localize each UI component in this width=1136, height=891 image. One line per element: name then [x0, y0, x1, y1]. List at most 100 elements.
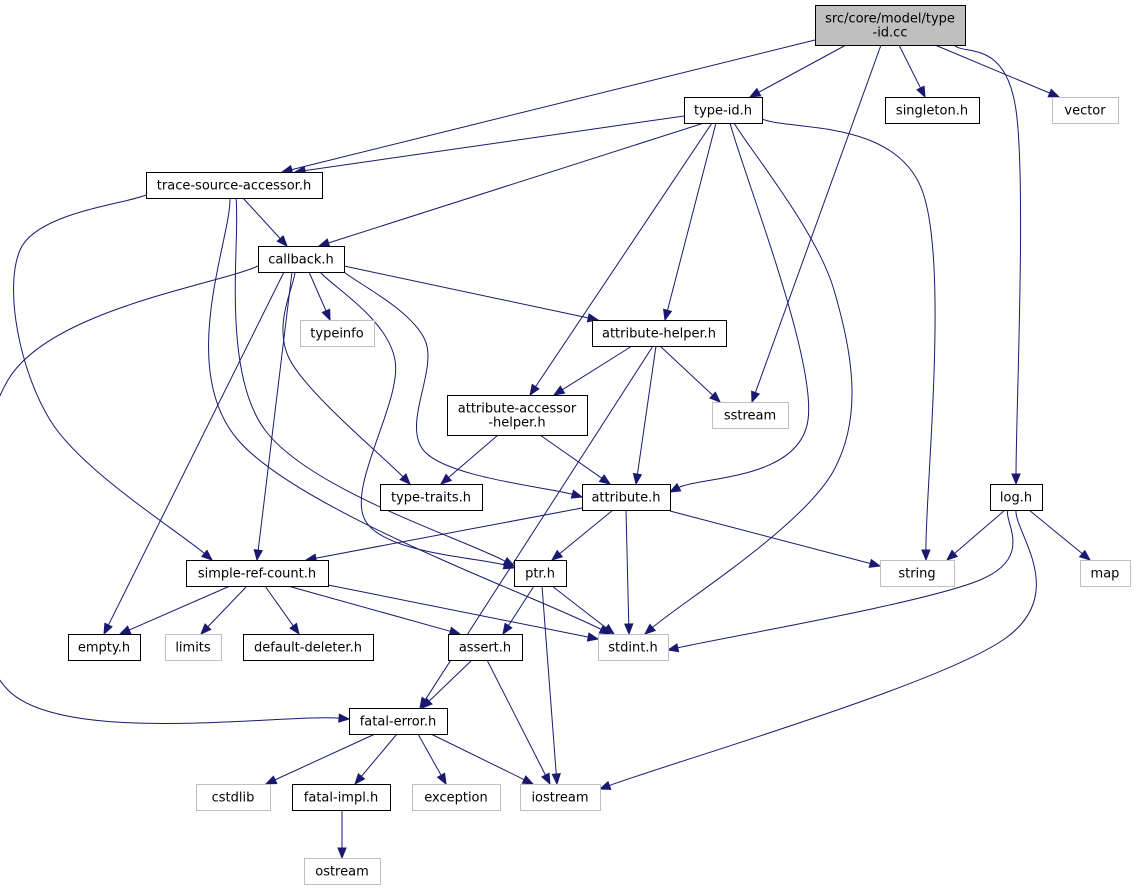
edge-line — [430, 733, 526, 781]
node-label: -helper.h — [488, 416, 545, 431]
edge-log_h-to-stdint_h — [666, 509, 1014, 653]
node-box — [514, 560, 567, 587]
edge-line — [282, 271, 405, 478]
node-assert-h[interactable]: assert.h — [448, 634, 523, 661]
node-limits: limits — [165, 634, 222, 661]
edge-arrowhead — [521, 775, 535, 785]
node-box — [165, 634, 222, 661]
edge-line — [754, 44, 882, 394]
node-typeinfo: typeinfo — [300, 320, 375, 347]
edge-line — [757, 44, 847, 94]
edge-type_id_cc-to-type_id_h — [748, 44, 847, 98]
node-label: string — [898, 567, 935, 582]
edge-simple_ref_count_h-to-stdint_h — [327, 584, 600, 642]
edge-arrowhead — [354, 772, 366, 786]
node-cstdlib: cstdlib — [196, 784, 271, 811]
node-box — [990, 484, 1043, 511]
edge-callback_h-to-empty_h — [103, 271, 285, 636]
edge-arrowhead — [1078, 549, 1092, 561]
node-attribute-helper-h[interactable]: attribute-helper.h — [592, 320, 727, 347]
node-box — [598, 634, 669, 661]
edge-arrowhead — [598, 474, 612, 485]
edge-line — [128, 585, 231, 631]
node-label: fatal-error.h — [360, 715, 437, 730]
edge-arrowhead — [439, 473, 453, 485]
node-label: stdint.h — [608, 641, 657, 656]
edge-attribute_helper_h-to-attribute_h — [632, 345, 657, 486]
node-log-h[interactable]: log.h — [990, 484, 1043, 511]
edge-arrowhead — [200, 623, 212, 635]
edge-callback_h-to-fatal_error_h — [0, 265, 351, 725]
edge-arrowhead — [317, 238, 331, 248]
edge-line — [327, 122, 705, 244]
edge-log_h-to-iostream — [598, 509, 1037, 790]
node-type-id-h[interactable]: type-id.h — [684, 97, 763, 124]
edge-type_id_h-to-attribute_accessor_helper_h — [529, 122, 713, 397]
edge-type_id_cc-to-singleton_h — [898, 44, 926, 99]
edge-line — [308, 271, 327, 312]
node-sstream: sstream — [712, 402, 789, 429]
edge-simple_ref_count_h-to-default_deleter_h — [264, 585, 300, 636]
edge-line — [761, 118, 936, 552]
edge-type_id_cc-to-sstream — [751, 44, 882, 404]
edge-line — [676, 509, 1014, 649]
node-ptr-h[interactable]: ptr.h — [514, 560, 567, 587]
node-box — [880, 560, 955, 587]
node-default-deleter-h[interactable]: default-deleter.h — [243, 634, 374, 661]
edge-ptr_h-to-iostream — [541, 585, 561, 786]
edge-line — [539, 434, 603, 480]
node-empty-h[interactable]: empty.h — [68, 634, 141, 661]
edge-line — [343, 265, 590, 319]
node-label: typeinfo — [310, 327, 363, 342]
edge-arrowhead — [586, 632, 600, 642]
node-box — [684, 97, 763, 124]
edge-line — [290, 39, 816, 171]
edge-line — [551, 585, 608, 629]
node-label: ostream — [315, 865, 369, 880]
node-label: log.h — [1000, 491, 1032, 506]
edge-type_id_h-to-attribute_helper_h — [663, 122, 717, 322]
node-box — [447, 395, 588, 436]
node-label: type-traits.h — [391, 491, 471, 506]
edge-arrowhead — [502, 622, 513, 636]
edge-line — [273, 733, 376, 781]
edge-line — [107, 271, 285, 627]
node-callback-h[interactable]: callback.h — [258, 246, 345, 273]
node-label: cstdlib — [212, 791, 255, 806]
node-label: -id.cc — [873, 26, 908, 41]
edge-type_id_h-to-string — [761, 118, 936, 562]
edge-arrowhead — [916, 85, 926, 99]
edge-type_id_h-to-attribute_h — [668, 122, 810, 493]
node-box — [243, 634, 374, 661]
edge-arrowhead — [551, 773, 561, 786]
node-attribute-h[interactable]: attribute.h — [582, 484, 671, 511]
node-attribute-accessor-helper-h[interactable]: attribute-accessor-helper.h — [447, 395, 588, 436]
edge-arrowhead — [1011, 473, 1021, 486]
node-trace-source-accessor-h[interactable]: trace-source-accessor.h — [146, 172, 323, 199]
edge-log_h-to-string — [945, 509, 1006, 561]
node-label: assert.h — [459, 641, 511, 656]
edge-assert_h-to-fatal_error_h — [421, 659, 473, 709]
edge-attribute_helper_h-to-sstream — [659, 345, 721, 403]
edge-arrowhead — [643, 623, 657, 635]
edge-line — [447, 434, 499, 479]
edge-line — [541, 585, 557, 776]
edge-arrowhead — [436, 772, 447, 786]
edge-line — [303, 115, 685, 172]
edge-type_id_cc-to-log_h — [953, 44, 1022, 486]
edge-line — [953, 509, 1006, 555]
edge-callback_h-to-typeinfo — [308, 271, 331, 322]
node-box — [68, 634, 141, 661]
node-label: attribute.h — [591, 491, 660, 506]
node-simple-ref-count-h[interactable]: simple-ref-count.h — [186, 560, 329, 587]
edge-simple_ref_count_h-to-assert_h — [287, 585, 462, 636]
edge-fatal_error_h-to-exception — [417, 733, 447, 786]
node-fatal-error-h[interactable]: fatal-error.h — [349, 708, 448, 735]
node-type-traits-h[interactable]: type-traits.h — [380, 484, 483, 511]
edge-arrowhead — [748, 87, 762, 98]
node-label: type-id.h — [694, 104, 752, 119]
node-fatal-impl-h[interactable]: fatal-impl.h — [292, 784, 391, 811]
edge-line — [953, 44, 1022, 476]
node-singleton-h[interactable]: singleton.h — [885, 97, 980, 124]
edge-attribute_h-to-string — [669, 510, 882, 568]
